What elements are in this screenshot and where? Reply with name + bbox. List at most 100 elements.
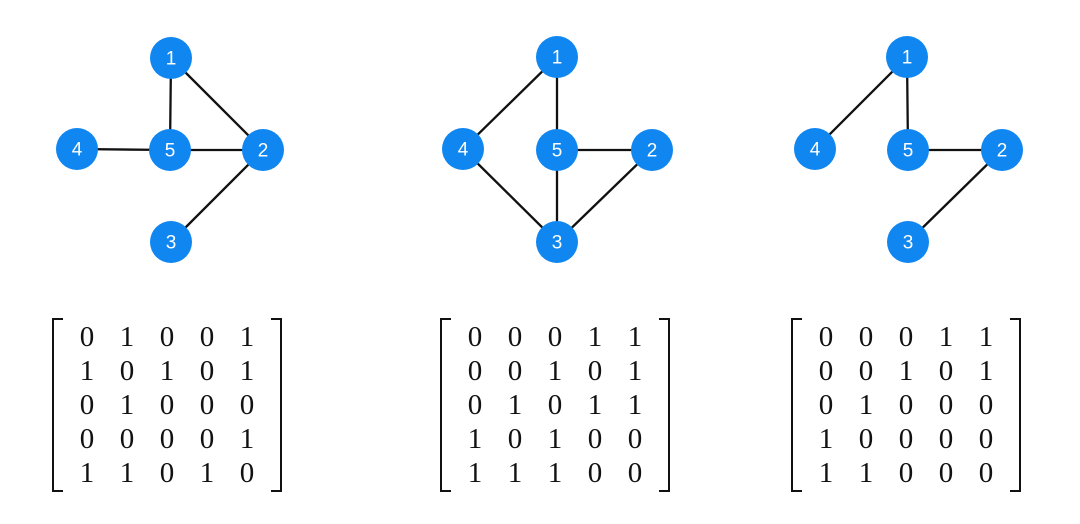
matrix-cell-r3c2: 1 — [507, 388, 523, 421]
graph-node-5 — [887, 129, 929, 171]
graph-node-label-2: 2 — [258, 141, 269, 162]
matrix-cell-r2c3: 1 — [898, 354, 914, 387]
matrix-cell-r4c4: 0 — [938, 422, 954, 455]
matrix-cell-r4c1: 1 — [467, 422, 483, 455]
matrix-cell-r5c1: 1 — [467, 456, 483, 489]
matrix-cell-r5c3: 0 — [898, 456, 914, 489]
matrix-cell-r1c3: 0 — [159, 320, 175, 353]
graph-edge-2-3 — [555, 148, 654, 244]
matrix-cell-r1c5: 1 — [978, 320, 994, 353]
graph-node-5 — [149, 129, 191, 171]
matrix-cell-r2c1: 0 — [467, 354, 483, 387]
matrix-cell-r5c2: 1 — [119, 456, 135, 489]
matrix-cell-r4c3: 1 — [547, 422, 563, 455]
matrix-cell-r4c2: 0 — [858, 422, 874, 455]
graph-node-label-4: 4 — [72, 140, 83, 161]
graph-node-1 — [886, 36, 928, 78]
matrix-cell-r2c4: 0 — [199, 354, 215, 387]
matrix-cell-r5c4: 0 — [938, 456, 954, 489]
matrix-cell-r1c1: 0 — [467, 320, 483, 353]
graph-node-label-2: 2 — [647, 141, 658, 162]
matrix-cell-r3c2: 1 — [119, 388, 135, 421]
matrix-cell-r4c4: 0 — [587, 422, 603, 455]
matrix-cell-r4c4: 0 — [199, 422, 215, 455]
graph-node-2 — [631, 129, 673, 171]
matrix-cell-r5c2: 1 — [507, 456, 523, 489]
matrix-cell-r1c3: 0 — [547, 320, 563, 353]
graph-node-3 — [887, 221, 929, 263]
matrix-cell-r1c4: 0 — [199, 320, 215, 353]
graph-node-label-4: 4 — [458, 140, 469, 161]
matrix-cell-r3c3: 0 — [547, 388, 563, 421]
matrix-cell-r3c4: 0 — [938, 388, 954, 421]
matrix-cell-r1c2: 1 — [119, 320, 135, 353]
matrix-cell-r2c3: 1 — [159, 354, 175, 387]
matrix-cell-r1c5: 1 — [627, 320, 643, 353]
matrix-cell-r4c3: 0 — [898, 422, 914, 455]
graph-node-4 — [442, 128, 484, 170]
matrix-cell-r4c5: 0 — [978, 422, 994, 455]
matrix-cell-r5c1: 1 — [79, 456, 95, 489]
matrix-right-bracket — [659, 318, 670, 492]
graph-node-label-1: 1 — [902, 48, 913, 69]
matrix-cell-r4c2: 0 — [119, 422, 135, 455]
matrix-cell-r1c2: 0 — [858, 320, 874, 353]
graph-node-2 — [242, 129, 284, 171]
matrix-cell-r1c2: 0 — [507, 320, 523, 353]
matrix-cell-r1c3: 0 — [898, 320, 914, 353]
graph-node-3 — [536, 221, 578, 263]
graph-edge-2-3 — [906, 148, 1004, 244]
matrix-cell-r4c5: 1 — [239, 422, 255, 455]
matrix-cell-r5c2: 1 — [858, 456, 874, 489]
graph-edge-1-2 — [169, 56, 265, 152]
graph-node-label-5: 5 — [903, 141, 914, 162]
matrix-cell-r3c1: 0 — [467, 388, 483, 421]
graph-node-1 — [536, 36, 578, 78]
matrix-left-bracket — [791, 318, 802, 492]
graph-node-1 — [150, 37, 192, 79]
matrix-cell-r5c1: 1 — [818, 456, 834, 489]
matrix-cell-r2c3: 1 — [547, 354, 563, 387]
matrix-cell-r5c4: 1 — [199, 456, 215, 489]
graph-node-label-3: 3 — [166, 233, 177, 254]
matrix-cell-r2c2: 0 — [119, 354, 135, 387]
matrix-cell-r2c2: 0 — [858, 354, 874, 387]
matrix-cell-r2c5: 1 — [978, 354, 994, 387]
matrix-cell-r2c5: 1 — [627, 354, 643, 387]
matrix-cell-r3c1: 0 — [818, 388, 834, 421]
matrix-cell-r2c1: 0 — [818, 354, 834, 387]
graph-edge-4-3 — [461, 147, 559, 244]
matrix-cell-r4c1: 1 — [818, 422, 834, 455]
graph-node-4 — [56, 128, 98, 170]
graph-node-label-2: 2 — [997, 141, 1008, 162]
matrix-cell-r4c2: 0 — [507, 422, 523, 455]
matrix-cell-r1c1: 0 — [79, 320, 95, 353]
matrix-cell-r5c5: 0 — [627, 456, 643, 489]
matrix-cell-r1c4: 1 — [938, 320, 954, 353]
matrix-cell-r4c5: 0 — [627, 422, 643, 455]
graph-node-label-4: 4 — [810, 140, 821, 161]
matrix-cell-r3c1: 0 — [79, 388, 95, 421]
matrix-cell-r3c4: 1 — [587, 388, 603, 421]
graph-node-label-1: 1 — [552, 48, 563, 69]
matrix-cell-r4c3: 0 — [159, 422, 175, 455]
matrix-cell-r3c5: 1 — [627, 388, 643, 421]
graph-node-5 — [536, 129, 578, 171]
matrix-cell-r3c4: 0 — [199, 388, 215, 421]
matrix-right-bracket — [271, 318, 282, 492]
